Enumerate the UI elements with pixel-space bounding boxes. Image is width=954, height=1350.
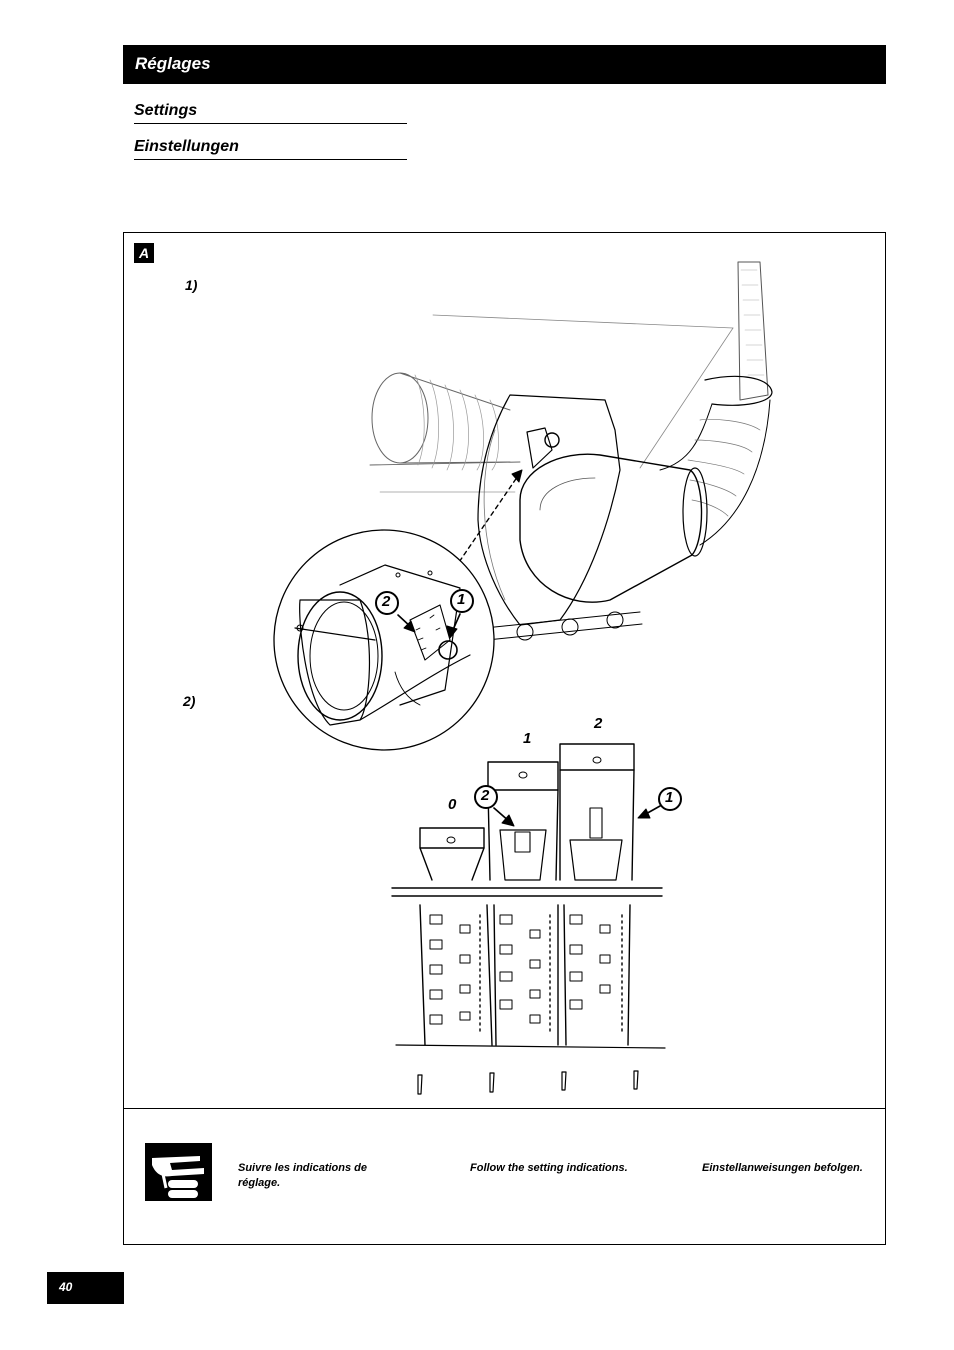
page-number-box: 40: [47, 1272, 124, 1304]
subtitle-german: Einstellungen: [134, 138, 239, 155]
figure-divider: [123, 1108, 886, 1109]
callout-circles-lower: [474, 785, 682, 811]
note-english: Follow the setting indications.: [470, 1162, 628, 1174]
callout-one-label: 1: [457, 591, 466, 608]
step-two-label: 2): [183, 693, 196, 709]
section-label-badge: A: [134, 243, 154, 263]
callout-circles-upper: [375, 589, 474, 615]
deflector-plates-drawing: [391, 743, 666, 1095]
subtitle-english: Settings: [134, 102, 198, 119]
figure-frame: [123, 232, 886, 1245]
note-french: Suivre les indications de réglage.: [238, 1162, 367, 1189]
section-title: Réglages: [135, 54, 211, 73]
callout-two-label: 2: [382, 593, 391, 610]
page-number: 40: [59, 1280, 73, 1294]
note-german: Einstellanweisungen befolgen.: [702, 1162, 863, 1174]
callout-one-label: 1: [665, 789, 674, 806]
section-header-bar: Réglages: [123, 45, 886, 84]
setting-indication-icon: [145, 1143, 212, 1201]
position-label-two: 2: [594, 715, 603, 732]
subtitle-rule: [134, 159, 407, 160]
subtitle-rule: [134, 123, 407, 124]
position-label-zero: 0: [448, 796, 457, 813]
step-one-label: 1): [185, 277, 198, 293]
callout-two-label: 2: [481, 787, 490, 804]
position-label-one: 1: [523, 730, 532, 747]
detail-magnifier-drawing: [273, 529, 495, 751]
blower-assembly-drawing: [369, 261, 773, 641]
